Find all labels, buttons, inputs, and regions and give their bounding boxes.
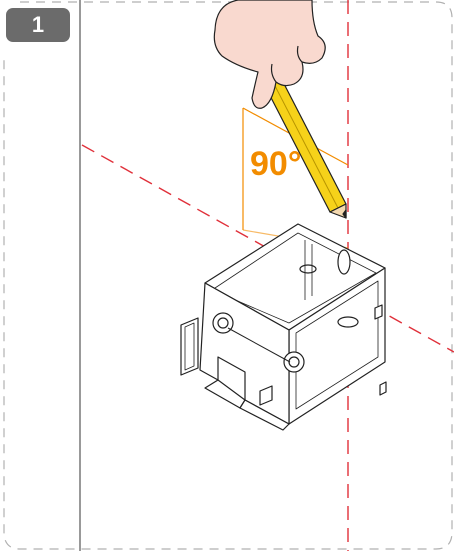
diagonal-guide-line (81, 144, 454, 353)
angle-label: 90° (250, 145, 302, 183)
hand-icon (213, 0, 326, 109)
step-number-badge: 1 (6, 8, 70, 42)
panel-frame (3, 1, 453, 550)
bolt-left (212, 312, 234, 334)
bolt-right (283, 351, 305, 373)
bracket-icon (180, 223, 387, 431)
